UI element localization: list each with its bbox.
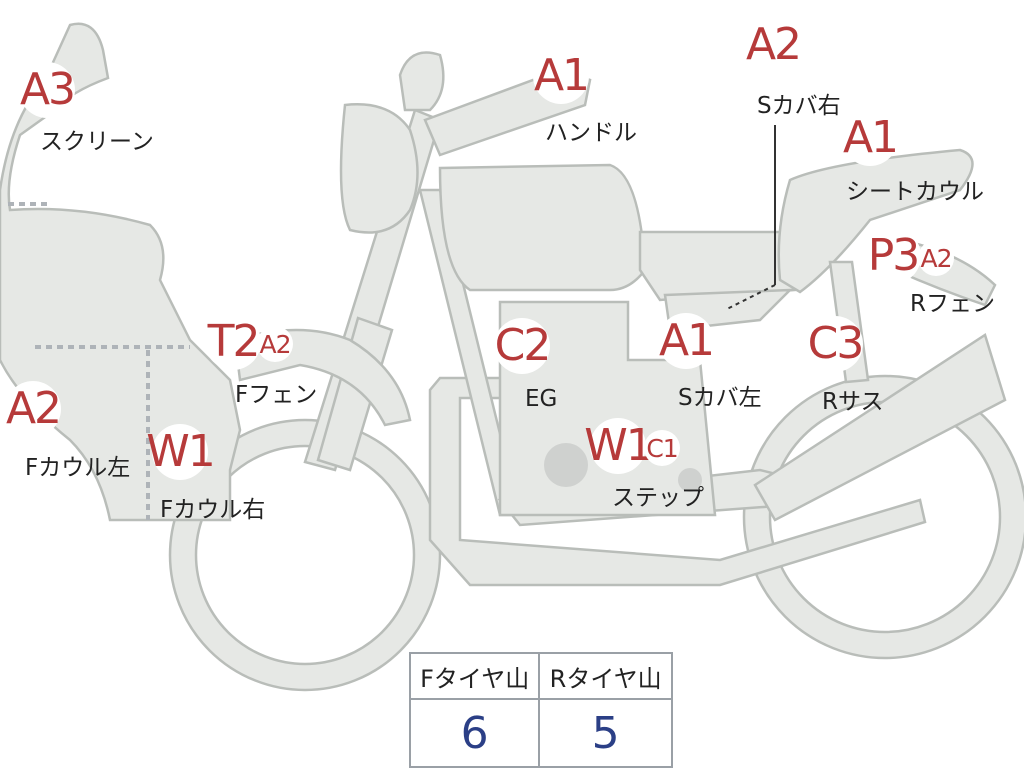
engine-cover <box>544 443 588 487</box>
s-cover-right-leader-dash <box>724 284 776 311</box>
headlight <box>339 103 419 234</box>
seat-cowl-label: シートカウル <box>846 179 984 205</box>
s-cover-right-label: Sカバ右 <box>757 93 841 119</box>
s-cover-left-label: Sカバ左 <box>678 385 762 411</box>
r-fender-code-1[interactable]: P3 <box>865 228 921 284</box>
tire-tread-table: Fタイヤ山 Rタイヤ山 6 5 <box>408 652 673 768</box>
swing-arm <box>753 333 1007 522</box>
r-fender-label: Rフェン <box>910 291 995 317</box>
r-fender-code-2[interactable]: A2 <box>918 240 954 276</box>
tire-tread-value-row: 6 5 <box>408 698 673 768</box>
front-wheel <box>170 420 440 690</box>
rear-tread-value[interactable]: 5 <box>538 698 673 768</box>
engine-code[interactable]: C2 <box>494 318 551 374</box>
rear-wheel <box>744 376 1024 658</box>
front-tread-value[interactable]: 6 <box>408 698 541 768</box>
front-tread-header: Fタイヤ山 <box>408 652 541 700</box>
handle-code[interactable]: A1 <box>533 48 590 104</box>
s-cover-right-code[interactable]: A2 <box>745 17 802 73</box>
front-wheel-inner-edge <box>194 444 416 666</box>
f-cowl-right-code[interactable]: W1 <box>146 424 216 480</box>
r-suspension-code[interactable]: C3 <box>807 316 864 372</box>
rear-wheel-outer-edge <box>742 374 1024 660</box>
handle-label: ハンドル <box>545 120 637 146</box>
engine-label: EG <box>525 386 558 412</box>
step-code-1[interactable]: W1 <box>584 418 654 474</box>
rear-tread-header: Rタイヤ山 <box>538 652 673 700</box>
mirror <box>398 51 445 112</box>
f-cowl-left-code[interactable]: A2 <box>5 381 62 437</box>
r-suspension-label: Rサス <box>822 389 884 415</box>
screen-label: スクリーン <box>40 129 154 155</box>
tire-tread-header-row: Fタイヤ山 Rタイヤ山 <box>408 652 673 700</box>
step-peg <box>678 468 702 492</box>
f-cowl-left-label: Fカウル左 <box>25 455 131 481</box>
screen-code[interactable]: A3 <box>19 62 76 118</box>
seat-cowl-code[interactable]: A1 <box>842 110 899 166</box>
f-fender-label: Fフェン <box>235 382 318 408</box>
step-code-2[interactable]: C1 <box>644 430 680 466</box>
fuel-tank <box>438 163 647 292</box>
f-cowl-right-label: Fカウル右 <box>160 497 266 523</box>
front-wheel-outer-edge <box>168 418 442 692</box>
step-label: ステップ <box>612 485 704 511</box>
f-fender-code-1[interactable]: T2 <box>205 314 261 370</box>
f-fender-code-2[interactable]: A2 <box>257 326 293 362</box>
s-cover-left-code[interactable]: A1 <box>658 313 715 369</box>
